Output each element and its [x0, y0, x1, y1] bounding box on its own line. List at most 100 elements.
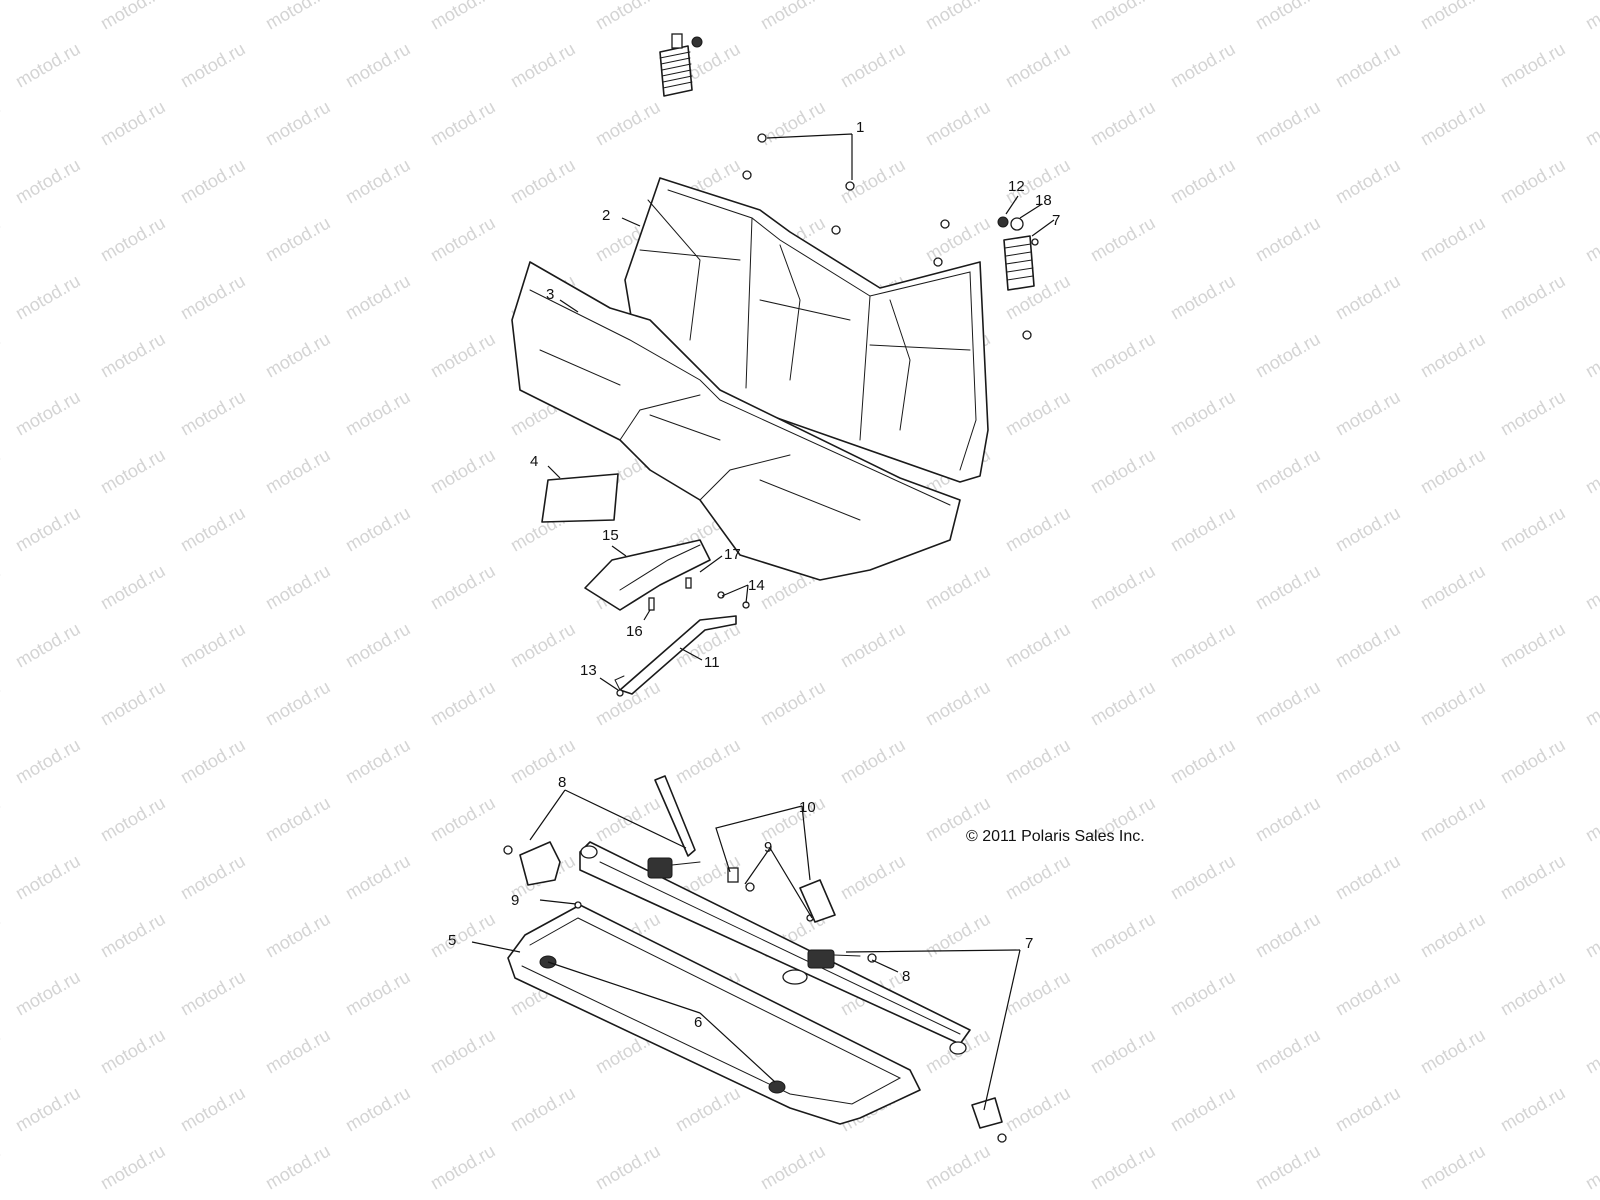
- watermark-text: motod.ru: [592, 0, 664, 33]
- callout-11: 11: [704, 654, 720, 671]
- callout-leaders: [471, 133, 1055, 1111]
- watermark-text: motod.ru: [262, 1025, 334, 1078]
- watermark-text: motod.ru: [1417, 329, 1489, 382]
- watermark-text: motod.ru: [1252, 677, 1324, 730]
- watermark-text: motod.ru: [262, 1141, 334, 1194]
- watermark-text: motod.ru: [262, 677, 334, 730]
- callout-7-bottom: 7: [1025, 935, 1033, 952]
- watermark-text: motod.ru: [1332, 503, 1404, 556]
- watermark-text: motod.ru: [1497, 967, 1569, 1020]
- watermark-text: motod.ru: [1252, 0, 1324, 33]
- watermark-text: motod.ru: [97, 329, 169, 382]
- watermark-text: motod.ru: [837, 39, 909, 92]
- watermark-text: motod.ru: [1087, 0, 1159, 33]
- watermark-text: motod.ru: [262, 329, 334, 382]
- watermark-text: motod.ru: [1332, 387, 1404, 440]
- watermark-text: motod.ru: [1087, 677, 1159, 730]
- watermark-text: motod.ru: [12, 503, 84, 556]
- watermark-text: motod.ru: [1002, 735, 1074, 788]
- seat-cover-panel: [584, 539, 711, 611]
- watermark-text: motod.ru: [1582, 909, 1600, 962]
- watermark-text: motod.ru: [427, 329, 499, 382]
- watermark-text: motod.ru: [0, 1025, 4, 1078]
- watermark-text: motod.ru: [1417, 1025, 1489, 1078]
- watermark-text: motod.ru: [1417, 1141, 1489, 1194]
- watermark-text: motod.ru: [1167, 1083, 1239, 1136]
- watermark-text: motod.ru: [1252, 1141, 1324, 1194]
- watermark-text: motod.ru: [262, 909, 334, 962]
- watermark-text: motod.ru: [1167, 619, 1239, 672]
- watermark-text: motod.ru: [1497, 155, 1569, 208]
- callout-18: 18: [1035, 192, 1052, 209]
- watermark-text: motod.ru: [342, 851, 414, 904]
- watermark-text: motod.ru: [97, 97, 169, 150]
- watermark-text: motod.ru: [837, 155, 909, 208]
- watermark-text: motod.ru: [1087, 97, 1159, 150]
- watermark-text: motod.ru: [1417, 793, 1489, 846]
- watermark-text: motod.ru: [922, 677, 994, 730]
- watermark-text: motod.ru: [837, 619, 909, 672]
- watermark-text: motod.ru: [1252, 445, 1324, 498]
- watermark-text: motod.ru: [342, 619, 414, 672]
- watermark-text: motod.ru: [1167, 967, 1239, 1020]
- watermark-text: motod.ru: [1582, 677, 1600, 730]
- watermark-text: motod.ru: [0, 561, 4, 614]
- watermark-text: motod.ru: [1332, 155, 1404, 208]
- watermark-text: motod.ru: [1497, 503, 1569, 556]
- callout-8-bottom: 8: [902, 968, 910, 985]
- watermark-text: motod.ru: [592, 97, 664, 150]
- watermark-text: motod.ru: [342, 387, 414, 440]
- callout-1: 1: [856, 119, 864, 136]
- watermark-text: motod.ru: [342, 967, 414, 1020]
- watermark-text: motod.ru: [922, 561, 994, 614]
- watermark-text: motod.ru: [1497, 619, 1569, 672]
- watermark-text: motod.ru: [1002, 387, 1074, 440]
- watermark-text: motod.ru: [1417, 445, 1489, 498]
- watermark-text: motod.ru: [1417, 0, 1489, 33]
- watermark-text: motod.ru: [922, 97, 994, 150]
- watermark-text: motod.ru: [1167, 851, 1239, 904]
- watermark-text: motod.ru: [0, 909, 4, 962]
- watermark-text: motod.ru: [0, 793, 4, 846]
- watermark-text: motod.ru: [12, 967, 84, 1020]
- watermark-text: motod.ru: [12, 387, 84, 440]
- watermark-text: motod.ru: [342, 1083, 414, 1136]
- watermark-text: motod.ru: [12, 619, 84, 672]
- watermark-text: motod.ru: [1167, 155, 1239, 208]
- watermark-text: motod.ru: [922, 0, 994, 33]
- watermark-text: motod.ru: [1087, 329, 1159, 382]
- callout-7-top: 7: [1052, 212, 1060, 229]
- watermark-text: motod.ru: [1332, 967, 1404, 1020]
- callout-15: 15: [602, 527, 619, 544]
- watermark-text: motod.ru: [12, 155, 84, 208]
- watermark-text: motod.ru: [507, 619, 579, 672]
- callout-13: 13: [580, 662, 597, 679]
- watermark-text: motod.ru: [757, 793, 829, 846]
- watermark-text: motod.ru: [97, 677, 169, 730]
- watermark-text: motod.ru: [1002, 39, 1074, 92]
- watermark-text: motod.ru: [262, 213, 334, 266]
- watermark-text: motod.ru: [0, 1141, 4, 1194]
- watermark-text: motod.ru: [427, 1141, 499, 1194]
- watermark-text: motod.ru: [507, 39, 579, 92]
- callout-10: 10: [799, 799, 816, 816]
- watermark-text: motod.ru: [0, 677, 4, 730]
- watermark-text: motod.ru: [1417, 561, 1489, 614]
- watermark-text: motod.ru: [1582, 0, 1600, 33]
- watermark-text: motod.ru: [1332, 271, 1404, 324]
- watermark-text: motod.ru: [757, 1141, 829, 1194]
- watermark-text: motod.ru: [427, 97, 499, 150]
- watermark-text: motod.ru: [1332, 619, 1404, 672]
- watermark-text: motod.ru: [1167, 39, 1239, 92]
- seat-belt-assembly: [503, 775, 1007, 1143]
- watermark-text: motod.ru: [97, 0, 169, 33]
- watermark-text: motod.ru: [177, 1083, 249, 1136]
- watermark-text: motod.ru: [672, 735, 744, 788]
- watermark-text: motod.ru: [262, 0, 334, 33]
- watermark-text: motod.ru: [1582, 561, 1600, 614]
- watermark-text: motod.ru: [507, 1083, 579, 1136]
- callout-12: 12: [1008, 178, 1025, 195]
- spring-bumper-top: [659, 33, 703, 97]
- watermark-text: motod.ru: [1332, 735, 1404, 788]
- watermark-text: motod.ru: [1252, 213, 1324, 266]
